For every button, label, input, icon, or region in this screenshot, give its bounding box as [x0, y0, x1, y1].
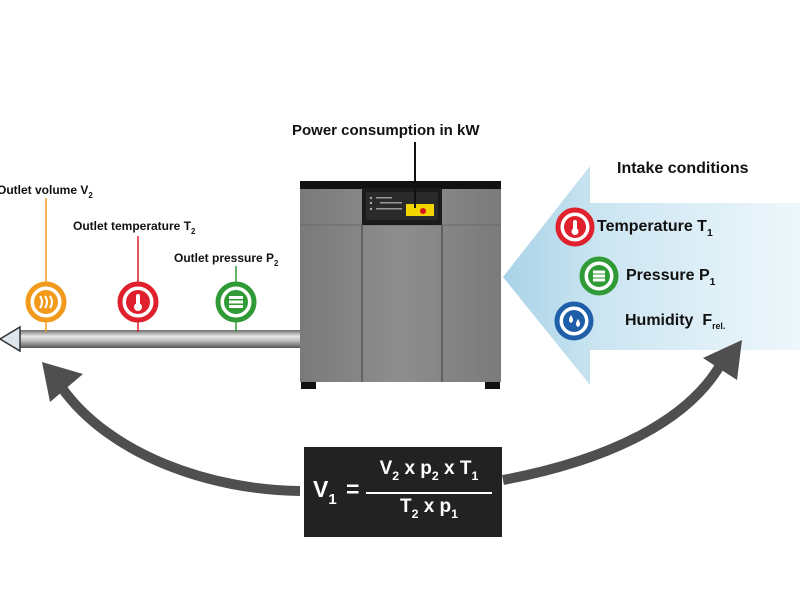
formula-numerator-term: x p: [399, 458, 432, 479]
formula-numerator-term-subscript: 2: [392, 468, 400, 483]
thermometer-icon: [555, 207, 595, 247]
curved-arrow-right: [502, 359, 727, 485]
outlet-volume-text: Outlet volume V: [0, 183, 89, 197]
intake-humidity-subscript: rel.: [712, 320, 726, 331]
formula-equals: =: [346, 476, 359, 503]
formula-numerator-term: V: [379, 458, 393, 479]
outlet-volume-label: Outlet volume V2: [0, 183, 93, 200]
outlet-temperature-label: Outlet temperature T2: [73, 219, 196, 236]
formula-denominator-term: T: [399, 496, 412, 517]
pressure-icon: [579, 256, 619, 296]
intake-humidity-label: Humidity Frel.: [625, 312, 726, 331]
outlet-volume-subscript: 2: [88, 190, 93, 200]
formula-denominator-term-subscript: 1: [451, 506, 459, 521]
outlet-pipe: [0, 325, 302, 353]
flow-icon: [25, 281, 67, 323]
formula-numerator-term-subscript: 2: [431, 468, 439, 483]
formula-numerator-term-subscript: 1: [471, 468, 479, 483]
intake-pressure-label: Pressure P1: [626, 267, 716, 288]
formula-numerator: V2 x p2 x T1: [366, 458, 492, 483]
intake-conditions-text: Intake conditions: [617, 160, 749, 177]
curved-arrow-right-head: [703, 340, 742, 380]
formula-lhs-subscript: 1: [328, 490, 337, 508]
formula-equals-sign: =: [346, 476, 360, 502]
intake-humidity-text: Humidity F: [625, 312, 713, 329]
power-indicator-light: [420, 208, 426, 214]
intake-temperature-label: Temperature T1: [597, 218, 713, 239]
outlet-temperature-subscript: 2: [191, 226, 196, 236]
intake-temperature-text: Temperature T: [597, 218, 707, 235]
power-consumption-label: Power consumption in kW: [292, 122, 480, 139]
formula-denominator-term: x p: [418, 496, 452, 517]
outlet-pressure-subscript: 2: [274, 258, 279, 268]
curved-arrow-left: [57, 385, 301, 496]
power-display: [406, 204, 434, 216]
droplets-icon: [554, 301, 594, 341]
pressure-icon: [215, 281, 257, 323]
formula-numerator-term: x T: [438, 458, 472, 479]
outlet-pressure-text: Outlet pressure P: [174, 251, 275, 265]
formula-denominator: T2 x p1: [366, 496, 492, 521]
intake-pressure-text: Pressure P: [626, 267, 710, 284]
formula-denominator-term-subscript: 2: [411, 506, 419, 521]
formula-lhs-symbol: V: [313, 476, 329, 502]
power-consumption-text: Power consumption in kW: [292, 122, 480, 139]
intake-pressure-subscript: 1: [709, 276, 716, 288]
outlet-temperature-text: Outlet temperature T: [73, 219, 192, 233]
outlet-pressure-label: Outlet pressure P2: [174, 251, 279, 268]
curved-arrow-left-head: [42, 362, 83, 402]
intake-temperature-subscript: 1: [706, 227, 713, 239]
intake-conditions-title: Intake conditions: [617, 160, 749, 178]
compressor-unit: [300, 142, 501, 389]
thermometer-icon: [117, 281, 159, 323]
formula-lhs: V1: [313, 476, 337, 508]
